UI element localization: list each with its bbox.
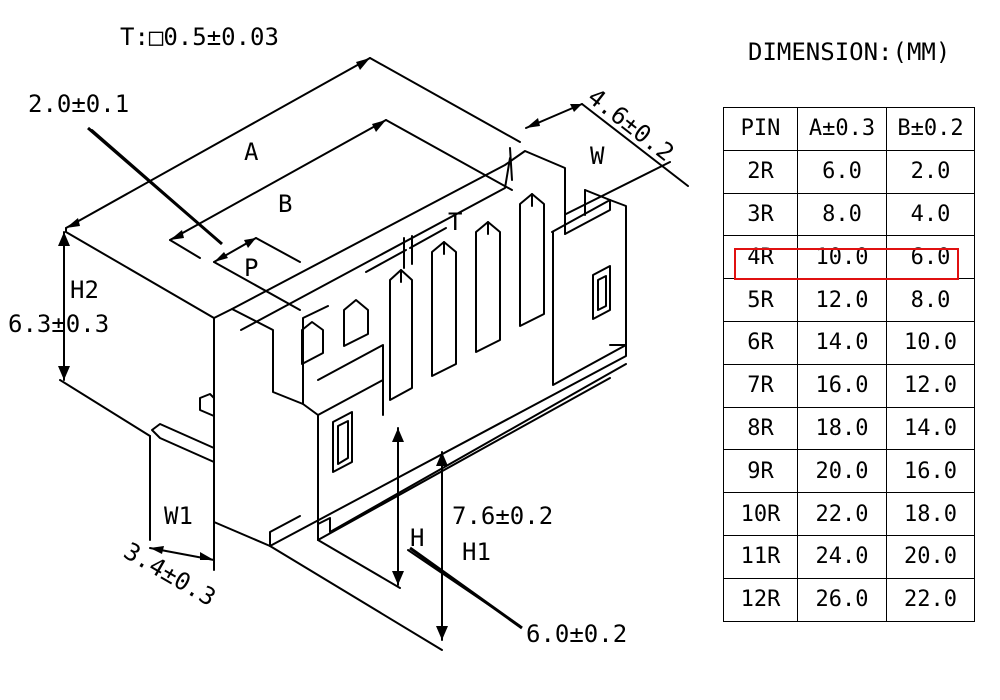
table-cell: 12R (723, 577, 798, 622)
h2-value-label: 6.3±0.3 (8, 310, 109, 338)
w1-label: W1 (164, 502, 193, 530)
t-label: T (448, 208, 462, 236)
housing-window-right (592, 265, 611, 320)
pin-group (301, 193, 545, 401)
table-cell: 11R (723, 534, 798, 579)
table-cell: 24.0 (797, 534, 887, 579)
table-header-cell: PIN (723, 107, 798, 151)
table-cell: 18.0 (886, 492, 975, 536)
housing-front-face (302, 377, 611, 541)
w-label: W (590, 142, 605, 170)
dim-a (65, 57, 371, 229)
table-cell: 6.0 (886, 235, 975, 280)
table-cell: 4.0 (886, 192, 975, 237)
a-label: A (244, 138, 259, 166)
w1-value-label: 3.4±0.3 (119, 537, 221, 612)
table-cell: 10R (723, 492, 798, 536)
b-label: B (278, 190, 292, 218)
h1-value-label: 7.6±0.2 (452, 502, 553, 530)
housing-window-front (332, 411, 353, 473)
h-label: H (410, 524, 424, 552)
table-cell: 9R (723, 449, 798, 494)
p-label: P (244, 254, 258, 282)
table-cell: 16.0 (886, 449, 975, 494)
table-cell: 22.0 (797, 492, 887, 536)
housing-right-wall (551, 199, 627, 386)
h-value-label: 6.0±0.2 (526, 620, 627, 648)
table-cell: 3R (723, 192, 798, 237)
housing-base-rail (317, 363, 627, 541)
table-cell: 2R (723, 149, 798, 194)
dim-b (169, 119, 387, 241)
housing-front-top (317, 344, 384, 416)
thickness-label: T:□0.5±0.03 (120, 23, 279, 51)
table-cell: 12.0 (886, 363, 975, 408)
table-header-cell: B±0.2 (886, 107, 975, 151)
table-cell: 8.0 (797, 192, 887, 237)
pin-tail-left (151, 423, 215, 463)
table-cell: 14.0 (886, 406, 975, 451)
housing-left-face (213, 305, 329, 405)
pitch-label: 2.0±0.1 (28, 90, 129, 118)
table-header-cell: A±0.3 (797, 107, 887, 151)
table-cell: 5R (723, 278, 798, 322)
housing-outline (213, 317, 627, 547)
h2-label: H2 (70, 276, 99, 304)
connector-drawing: T:□0.5±0.03 2.0±0.1 A B P T W 4.6±0.2 H2… (8, 23, 689, 651)
dim-t (365, 249, 407, 273)
h1-label: H1 (462, 538, 491, 566)
table-cell: 14.0 (797, 320, 887, 365)
table-cell: 12.0 (797, 278, 887, 322)
highlight-box (734, 248, 959, 280)
table-cell: 20.0 (886, 534, 975, 579)
table-cell: 26.0 (797, 577, 887, 622)
table-cell: 20.0 (797, 449, 887, 494)
table-title: DIMENSION:(MM) (748, 38, 951, 66)
table-cell: 8.0 (886, 278, 975, 322)
housing-rear-wall (231, 150, 566, 310)
table-cell: 6R (723, 320, 798, 365)
table-cell: 10.0 (886, 320, 975, 365)
table-cell: 18.0 (797, 406, 887, 451)
table-cell: 6.0 (797, 149, 887, 194)
table-cell: 7R (723, 363, 798, 408)
table-cell: 8R (723, 406, 798, 451)
table-cell: 22.0 (886, 577, 975, 622)
table-cell: 2.0 (886, 149, 975, 194)
table-cell: 16.0 (797, 363, 887, 408)
